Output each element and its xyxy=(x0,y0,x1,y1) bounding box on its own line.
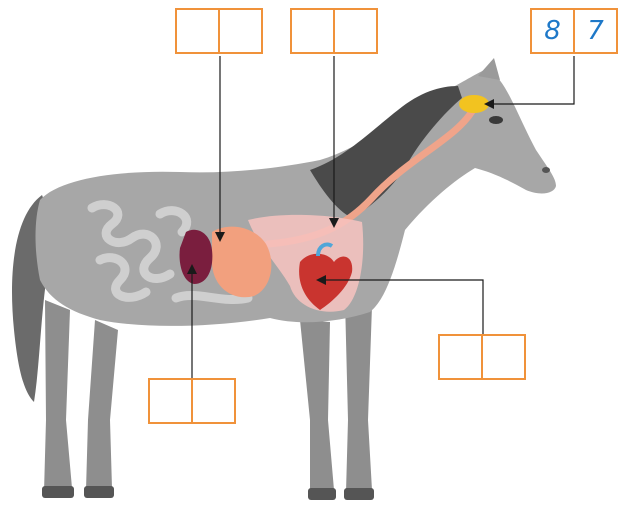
horse-hooves xyxy=(42,486,374,500)
digit-cell-1[interactable] xyxy=(177,10,218,52)
horse-nostril xyxy=(542,167,550,173)
label-box-bottom-left[interactable] xyxy=(148,378,236,424)
liver xyxy=(180,230,213,284)
digit-cell-2[interactable] xyxy=(333,10,376,52)
label-box-top-middle[interactable] xyxy=(290,8,378,54)
digit-cell-2[interactable]: 7 xyxy=(573,10,616,52)
digit-cell-1[interactable] xyxy=(150,380,191,422)
digit-cell-2[interactable] xyxy=(218,10,261,52)
digit-cell-2[interactable] xyxy=(481,336,524,378)
label-box-top-right[interactable]: 8 7 xyxy=(530,8,618,54)
horse-eye xyxy=(489,116,503,124)
label-box-right[interactable] xyxy=(438,334,526,380)
label-box-top-left[interactable] xyxy=(175,8,263,54)
digit-cell-2[interactable] xyxy=(191,380,234,422)
digit-cell-1[interactable] xyxy=(440,336,481,378)
digit-cell-1[interactable]: 8 xyxy=(532,10,573,52)
digit-cell-1[interactable] xyxy=(292,10,333,52)
